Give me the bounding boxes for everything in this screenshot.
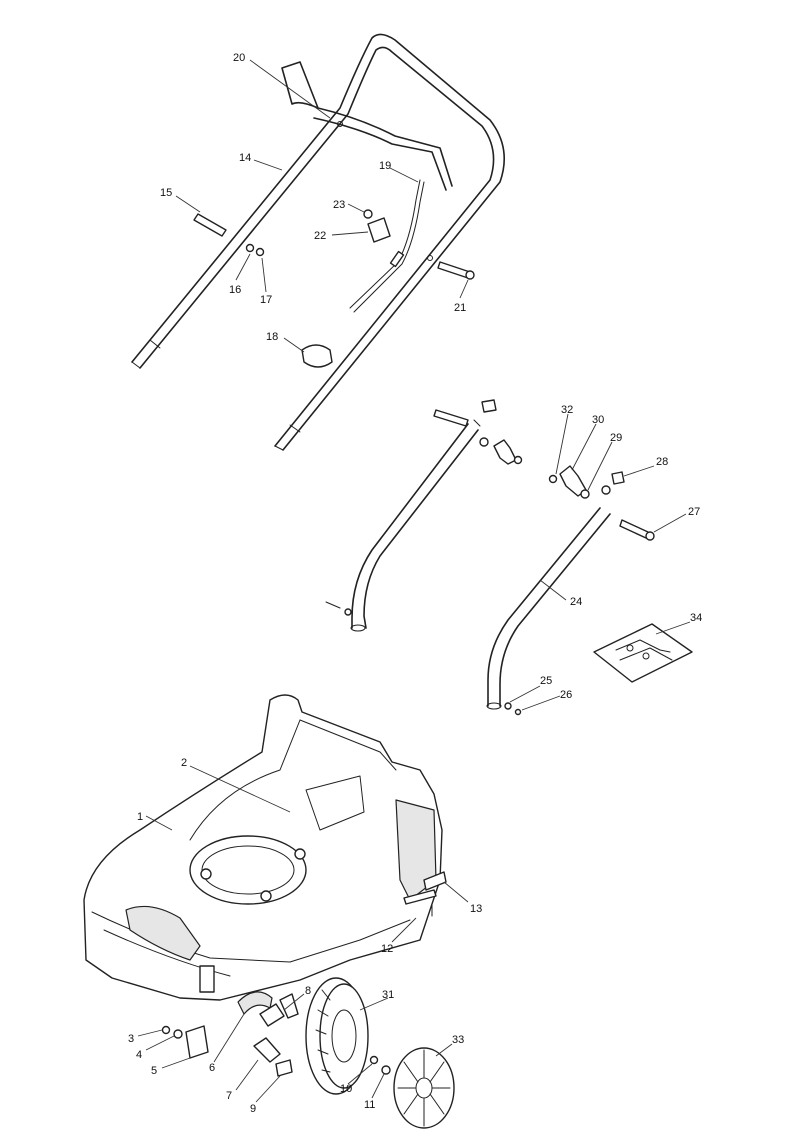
lower-handle-right — [486, 471, 655, 716]
callout-14: 14 — [239, 152, 251, 164]
callout-18: 18 — [266, 331, 278, 343]
leader-lines — [137, 59, 691, 1103]
callout-32: 32 — [561, 404, 573, 416]
callout-labels: 1 2 3 4 5 6 7 8 9 10 11 12 13 14 15 16 1… — [128, 52, 702, 1115]
callout-31: 31 — [382, 989, 394, 1001]
callout-11: 11 — [364, 1099, 375, 1111]
callout-23: 23 — [333, 199, 345, 211]
callout-10: 10 — [340, 1083, 352, 1095]
wheel-fixings — [369, 1055, 391, 1075]
callout-20: 20 — [233, 52, 245, 64]
callout-17: 17 — [260, 294, 272, 306]
callout-13: 13 — [470, 903, 482, 915]
callout-8: 8 — [305, 985, 311, 997]
callout-12: 12 — [381, 943, 393, 955]
callout-28: 28 — [656, 456, 668, 468]
cable-holder — [301, 344, 333, 368]
callout-21: 21 — [454, 302, 466, 314]
callout-9: 9 — [250, 1103, 256, 1115]
callout-5: 5 — [151, 1065, 157, 1077]
callout-27: 27 — [688, 506, 700, 518]
rear-flap-parts — [403, 871, 447, 917]
rear-wheel — [305, 977, 369, 1095]
callout-30: 30 — [592, 414, 604, 426]
callout-25: 25 — [540, 675, 552, 687]
callout-26: 26 — [560, 689, 572, 701]
handle-bolt — [437, 261, 475, 280]
callout-7: 7 — [226, 1090, 232, 1102]
control-cable — [349, 179, 425, 313]
callout-4: 4 — [136, 1049, 142, 1061]
bail-lever — [281, 61, 453, 191]
callout-19: 19 — [379, 160, 391, 172]
callout-33: 33 — [452, 1034, 464, 1046]
callout-34: 34 — [690, 612, 702, 624]
handle-knob — [548, 465, 590, 499]
callout-3: 3 — [128, 1033, 134, 1045]
callout-22: 22 — [314, 230, 326, 242]
mower-deck — [83, 694, 443, 1001]
cable-clip — [363, 209, 391, 243]
callout-15: 15 — [160, 187, 172, 199]
callout-1: 1 — [137, 811, 143, 823]
handle-bolt-set — [193, 213, 265, 257]
callout-6: 6 — [209, 1062, 215, 1074]
upper-handle — [131, 33, 506, 451]
callout-29: 29 — [610, 432, 622, 444]
fixings-bag — [593, 623, 693, 683]
callout-16: 16 — [229, 284, 241, 296]
callout-2: 2 — [181, 757, 187, 769]
lower-handle-left — [325, 399, 523, 632]
callout-24: 24 — [570, 596, 582, 608]
hub-cap — [393, 1047, 455, 1129]
height-adjuster-parts — [161, 991, 299, 1077]
